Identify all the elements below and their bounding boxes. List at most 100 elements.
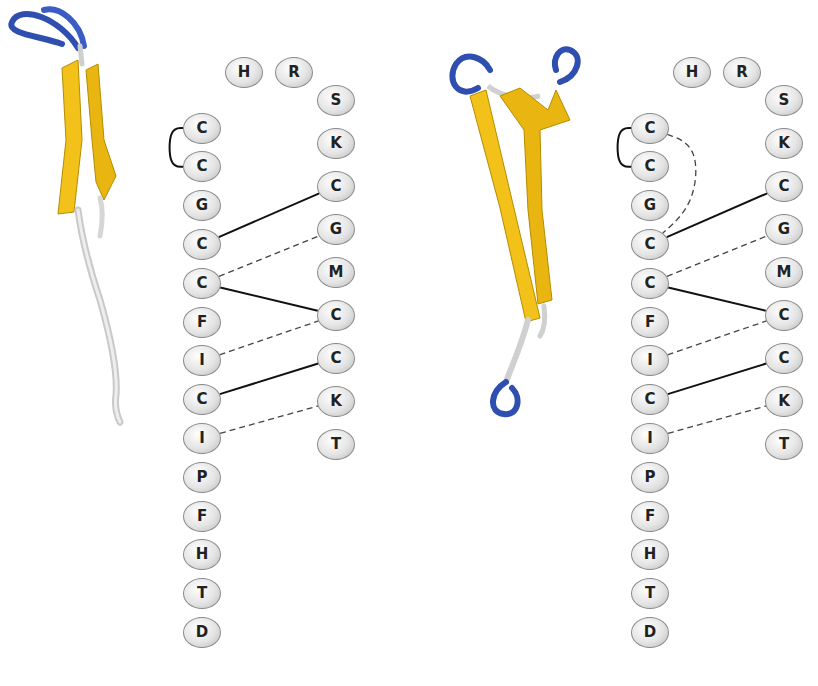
residue-letter: C (778, 351, 789, 366)
disulfide-bond (618, 128, 631, 167)
hydrogen-bond (219, 236, 319, 276)
residue-circle: I (183, 423, 221, 454)
residue-letter: C (778, 179, 789, 194)
right-ribbon (452, 49, 577, 414)
residue-circle: C (765, 300, 803, 331)
left-ribbon (11, 9, 120, 422)
residue-circle: P (183, 462, 221, 493)
residue-letter: M (329, 265, 344, 280)
residue-letter: C (196, 159, 207, 174)
residue-letter: T (779, 437, 789, 452)
residue-letter: H (644, 547, 657, 562)
residue-circle: G (317, 214, 355, 245)
residue-letter: R (288, 65, 300, 80)
residue-circle: F (183, 501, 221, 532)
residue-circle: G (631, 190, 669, 221)
residue-circle: I (631, 345, 669, 376)
residue-letter: S (779, 93, 790, 108)
residue-letter: I (647, 431, 653, 446)
residue-circle: T (183, 578, 221, 609)
residue-circle: C (183, 151, 221, 182)
residue-letter: M (777, 265, 792, 280)
residue-circle: F (631, 501, 669, 532)
residue-letter: I (199, 431, 205, 446)
residue-circle: G (765, 214, 803, 245)
residue-circle: C (317, 300, 355, 331)
residue-circle: C (183, 229, 221, 260)
residue-circle: R (275, 57, 313, 88)
hydrogen-bond (220, 321, 319, 355)
residue-letter: I (647, 353, 653, 368)
residue-letter: P (197, 470, 208, 485)
residue-circle: C (765, 171, 803, 202)
residue-circle: H (225, 57, 263, 88)
residue-letter: F (197, 315, 207, 330)
residue-letter: K (778, 394, 790, 409)
disulfide-bond (219, 193, 319, 237)
hydrogen-bond (663, 134, 696, 233)
disulfide-bond (668, 364, 766, 395)
residue-circle: T (317, 429, 355, 460)
residue-letter: C (778, 308, 789, 323)
residue-circle: M (765, 257, 803, 288)
residue-circle: C (765, 343, 803, 374)
residue-circle: C (631, 113, 669, 144)
residue-circle: H (183, 539, 221, 570)
residue-letter: C (196, 237, 207, 252)
residue-letter: D (196, 625, 208, 640)
residue-letter: S (331, 93, 342, 108)
residue-letter: C (644, 237, 655, 252)
disulfide-bond (170, 128, 183, 167)
residue-letter: C (644, 392, 655, 407)
residue-circle: I (183, 345, 221, 376)
residue-letter: F (645, 509, 655, 524)
residue-letter: T (645, 586, 655, 601)
residue-circle: S (317, 85, 355, 116)
disulfide-bond (667, 193, 767, 237)
residue-circle: M (317, 257, 355, 288)
residue-circle: D (183, 617, 221, 648)
residue-letter: C (644, 159, 655, 174)
residue-circle: S (765, 85, 803, 116)
residue-circle: H (631, 539, 669, 570)
disulfide-bond (220, 288, 318, 311)
residue-circle: T (765, 429, 803, 460)
hydrogen-bond (668, 406, 766, 433)
residue-circle: R (723, 57, 761, 88)
residue-circle: T (631, 578, 669, 609)
residue-circle: D (631, 617, 669, 648)
residue-letter: C (196, 392, 207, 407)
residue-letter: C (196, 276, 207, 291)
residue-circle: C (183, 384, 221, 415)
residue-letter: K (778, 136, 790, 151)
residue-circle: K (317, 386, 355, 417)
disulfide-bond (668, 288, 766, 311)
residue-circle: P (631, 462, 669, 493)
residue-letter: R (736, 65, 748, 80)
residue-circle: C (631, 268, 669, 299)
residue-letter: F (645, 315, 655, 330)
residue-letter: C (330, 179, 341, 194)
residue-circle: K (765, 386, 803, 417)
disulfide-bond (220, 364, 318, 395)
residue-letter: G (644, 198, 656, 213)
residue-letter: C (644, 121, 655, 136)
hydrogen-bond (220, 406, 318, 433)
residue-letter: C (196, 121, 207, 136)
residue-circle: C (183, 113, 221, 144)
residue-letter: H (196, 547, 209, 562)
residue-circle: C (317, 343, 355, 374)
residue-letter: K (330, 136, 342, 151)
hydrogen-bond (668, 321, 767, 355)
residue-circle: F (183, 307, 221, 338)
residue-letter: K (330, 394, 342, 409)
residue-circle: G (183, 190, 221, 221)
residue-circle: C (631, 151, 669, 182)
residue-circle: K (765, 128, 803, 159)
residue-circle: H (673, 57, 711, 88)
residue-letter: I (199, 353, 205, 368)
residue-letter: F (197, 509, 207, 524)
